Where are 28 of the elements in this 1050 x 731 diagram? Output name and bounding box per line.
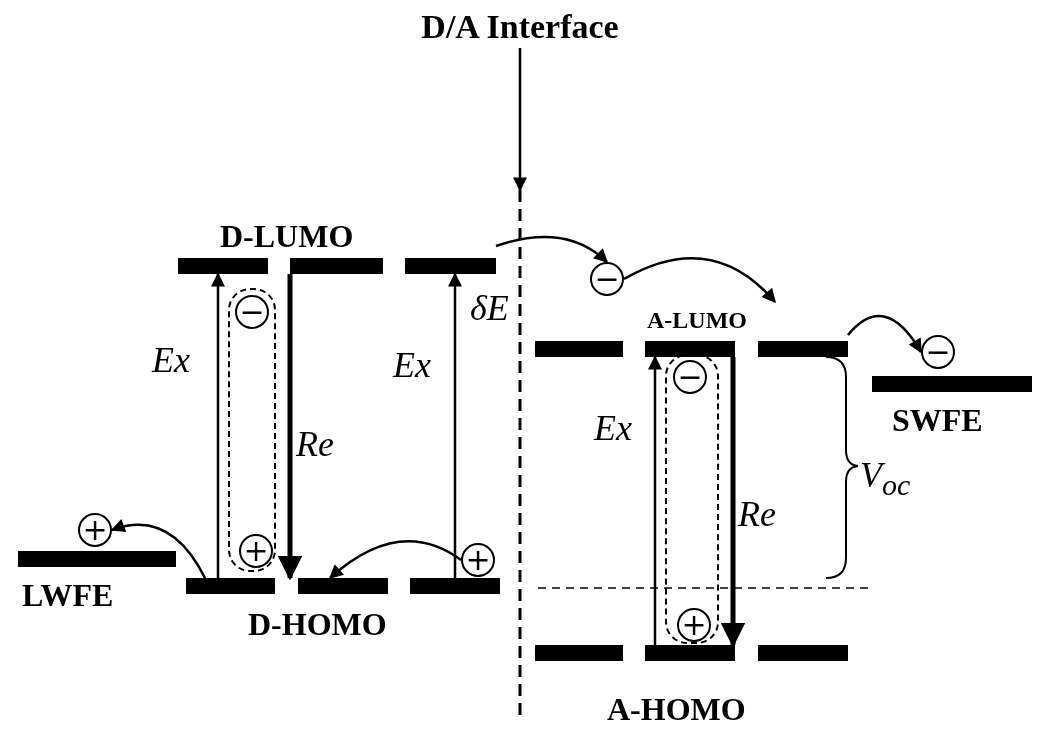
circled-sign: − <box>673 360 707 394</box>
dashed-rounded-box <box>228 288 276 572</box>
level-label: A-LUMO <box>647 306 747 335</box>
circled-sign: − <box>590 262 624 296</box>
arrow <box>513 48 527 192</box>
circled-sign: − <box>921 335 955 369</box>
arrow <box>623 257 776 303</box>
arrow <box>648 355 662 645</box>
level-label: D-LUMO <box>220 218 354 254</box>
circled-sign: + <box>78 513 112 547</box>
heading-text: D/A Interface <box>370 6 670 48</box>
arrow <box>277 274 303 581</box>
arrow <box>211 272 225 578</box>
arrow <box>448 272 462 578</box>
arrow <box>110 519 207 579</box>
level-label: A-HOMO <box>607 691 746 727</box>
arrow <box>720 357 746 648</box>
circled-sign: + <box>239 534 273 568</box>
circled-sign: + <box>677 608 711 642</box>
circled-sign: − <box>235 295 269 329</box>
circled-sign: + <box>461 543 495 577</box>
arrow <box>328 540 462 579</box>
dashed-rounded-box <box>665 354 719 644</box>
arrow <box>495 235 609 263</box>
level-label: LWFE <box>22 577 114 613</box>
level-label: D-HOMO <box>248 606 387 642</box>
level-label: SWFE <box>892 402 983 438</box>
arrow <box>847 315 923 354</box>
